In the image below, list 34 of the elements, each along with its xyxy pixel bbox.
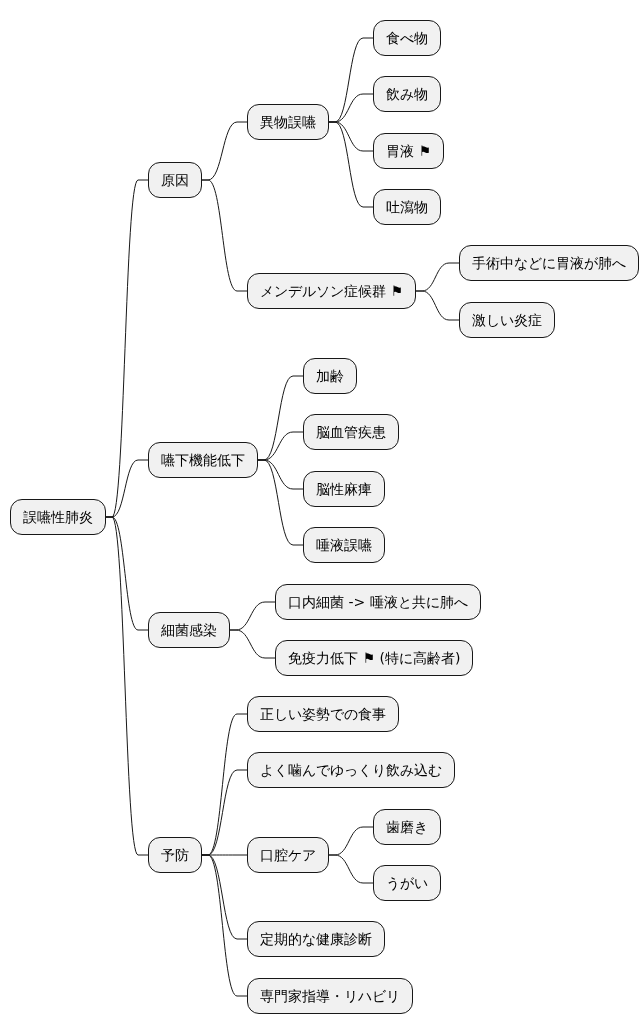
topic-box: 食べ物 xyxy=(373,20,441,56)
topic-box: 異物誤嚥 xyxy=(247,104,329,140)
topic-box: 吐瀉物 xyxy=(373,189,441,225)
topic-box: 専門家指導・リハビリ xyxy=(247,978,413,1014)
connector-line xyxy=(257,459,304,546)
topic-box: メンデルソン症候群 ⚑ xyxy=(247,273,416,309)
topic-box: 誤嚥性肺炎 xyxy=(10,499,106,535)
topic-box: 飲み物 xyxy=(373,76,441,112)
topic-box: 加齢 xyxy=(303,358,357,394)
topic-box: 原因 xyxy=(148,162,202,198)
topic-box: 脳血管疾患 xyxy=(303,414,399,450)
connector-line xyxy=(229,629,276,659)
topic-box: 免疫力低下 ⚑ (特に高齢者) xyxy=(275,640,474,676)
topic-box: 正しい姿勢での食事 xyxy=(247,696,399,732)
topic-box: 定期的な健康診断 xyxy=(247,921,385,957)
topic-box: 手術中などに胃液が肺へ xyxy=(459,245,639,281)
topic-box: 歯磨き xyxy=(373,809,441,845)
connector-line xyxy=(328,854,374,884)
connector-line xyxy=(105,516,149,856)
topic-box: 細菌感染 xyxy=(148,612,230,648)
connector-line xyxy=(201,854,248,997)
topic-box: 脳性麻痺 xyxy=(303,471,385,507)
connector-line xyxy=(201,179,248,292)
topic-box: 口内細菌 -> 唾液と共に肺へ xyxy=(275,584,481,620)
topic-box: 胃液 ⚑ xyxy=(373,133,444,169)
topic-box: うがい xyxy=(373,865,441,901)
connector-line xyxy=(415,290,460,321)
topic-box: 嚥下機能低下 xyxy=(148,442,258,478)
connector-line xyxy=(328,121,374,208)
topic-box: 唾液誤嚥 xyxy=(303,527,385,563)
topic-box: 口腔ケア xyxy=(247,837,329,873)
topic-box: 予防 xyxy=(148,837,202,873)
topic-box: 激しい炎症 xyxy=(459,302,555,338)
topic-box: よく噛んでゆっくり飲み込む xyxy=(247,752,455,788)
